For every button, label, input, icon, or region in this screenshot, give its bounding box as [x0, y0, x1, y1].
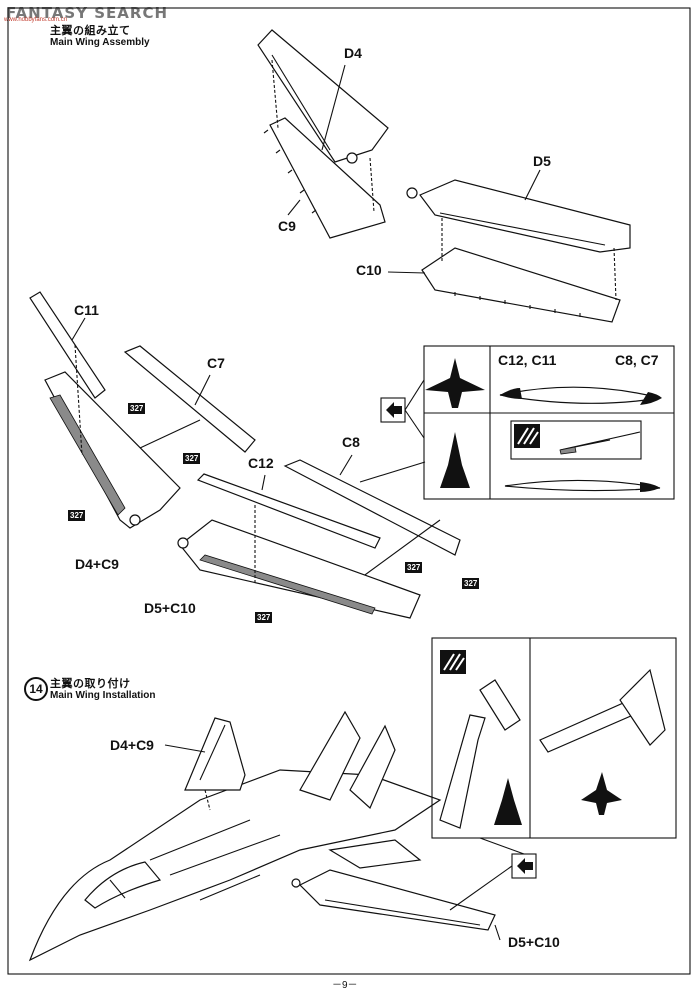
- watermark-url: www.hobbyfans.com.cn: [4, 17, 68, 23]
- aircraft-drawing: [28, 710, 501, 962]
- label-d4: D4: [344, 45, 362, 61]
- paint-code-badge: 327: [183, 453, 201, 464]
- wing-d4c9-attach: [184, 717, 246, 791]
- label-d4c9: D4+C9: [75, 556, 119, 572]
- wing-c10-drawing: [421, 247, 621, 323]
- part-c7-drawing: [123, 345, 256, 453]
- page-number: －9－: [332, 980, 358, 991]
- installation-reference-box: [431, 637, 677, 839]
- assembly-d4c9-drawing: [44, 371, 181, 529]
- paint-code-badge: 327: [255, 612, 273, 623]
- wing-d5-drawing: [419, 179, 631, 253]
- label-c8: C8: [342, 434, 360, 450]
- paint-code-badge: 327: [128, 403, 146, 414]
- switch-arrow-icon-2: [517, 858, 533, 874]
- label-c9: C9: [278, 218, 296, 234]
- switch-arrow-icon: [386, 402, 402, 418]
- part-c12-drawing: [196, 473, 381, 549]
- assembly-d5c10-drawing: [179, 519, 421, 619]
- step13-title-en: Main Wing Assembly: [50, 37, 150, 48]
- label-c12-c11: C12, C11: [498, 352, 557, 368]
- paint-code-badge: 327: [405, 562, 423, 573]
- label-c8-c7: C8, C7: [615, 352, 659, 368]
- label-c12: C12: [248, 455, 274, 471]
- label-c11: C11: [74, 302, 99, 318]
- wing-position-reference-box: [423, 345, 675, 500]
- label-c7: C7: [207, 355, 225, 371]
- wing-d5c10-attach: [298, 869, 496, 931]
- paint-code-badge: 327: [462, 578, 480, 589]
- label-d5: D5: [533, 153, 551, 169]
- step14-title-en: Main Wing Installation: [50, 690, 156, 701]
- wing-c9-drawing: [263, 117, 386, 239]
- step13-title-jp: 主翼の組み立て: [50, 25, 131, 37]
- part-c8-drawing: [283, 459, 461, 556]
- part-c11-drawing: [29, 291, 106, 399]
- label-step14-d4c9: D4+C9: [110, 737, 154, 753]
- wing-d4-drawing: [257, 29, 389, 163]
- step14-title-jp: 主翼の取り付け: [50, 678, 131, 690]
- step14-number: 14: [24, 677, 48, 701]
- paint-code-badge: 327: [68, 510, 86, 521]
- label-c10: C10: [356, 262, 382, 278]
- label-step14-d5c10: D5+C10: [508, 934, 560, 950]
- label-d5c10: D5+C10: [144, 600, 196, 616]
